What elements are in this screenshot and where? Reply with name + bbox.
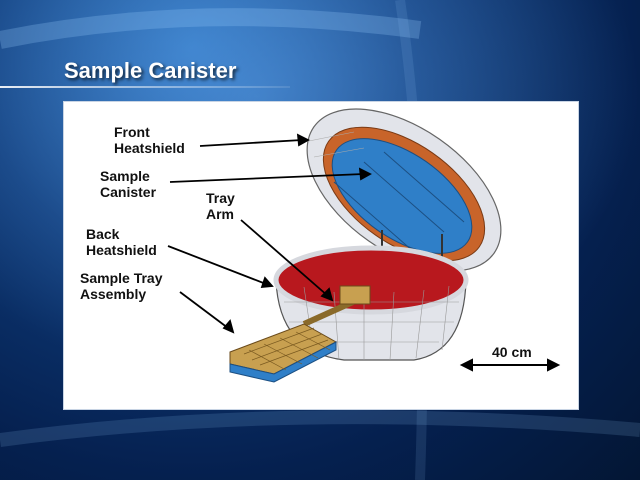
label-front-heatshield-line2: Heatshield <box>114 140 185 156</box>
label-tray-arm: Tray Arm <box>206 190 235 222</box>
label-tray-arm-line2: Arm <box>206 206 235 222</box>
label-front-heatshield-line1: Front <box>114 124 150 140</box>
label-front-heatshield: Front Heatshield <box>114 124 185 156</box>
label-sample-tray-assembly: Sample Tray Assembly <box>80 270 163 302</box>
front-heatshield-shape <box>303 108 502 272</box>
label-back-heatshield-line2: Heatshield <box>86 242 157 258</box>
label-back-heatshield: Back Heatshield <box>86 226 157 258</box>
sample-tray-shape <box>229 323 338 383</box>
scale-bar <box>459 358 561 372</box>
label-sample-canister: Sample Canister <box>100 168 156 200</box>
leader-arrows <box>167 133 372 334</box>
label-sample-canister-line1: Sample <box>100 168 150 184</box>
slide-title: Sample Canister <box>64 58 237 83</box>
label-sample-tray-line2: Assembly <box>80 286 147 302</box>
label-scale: 40 cm <box>492 344 532 360</box>
tray-arm-shape <box>302 285 371 327</box>
label-tray-arm-line1: Tray <box>206 190 235 206</box>
sample-canister-illustration <box>167 108 561 383</box>
label-sample-tray-line1: Sample Tray <box>80 270 163 286</box>
label-sample-canister-line2: Canister <box>100 184 157 200</box>
diagram-panel: Front Heatshield Sample Canister Tray Ar… <box>63 101 579 410</box>
title-underline <box>0 86 290 88</box>
label-back-heatshield-line1: Back <box>86 226 120 242</box>
